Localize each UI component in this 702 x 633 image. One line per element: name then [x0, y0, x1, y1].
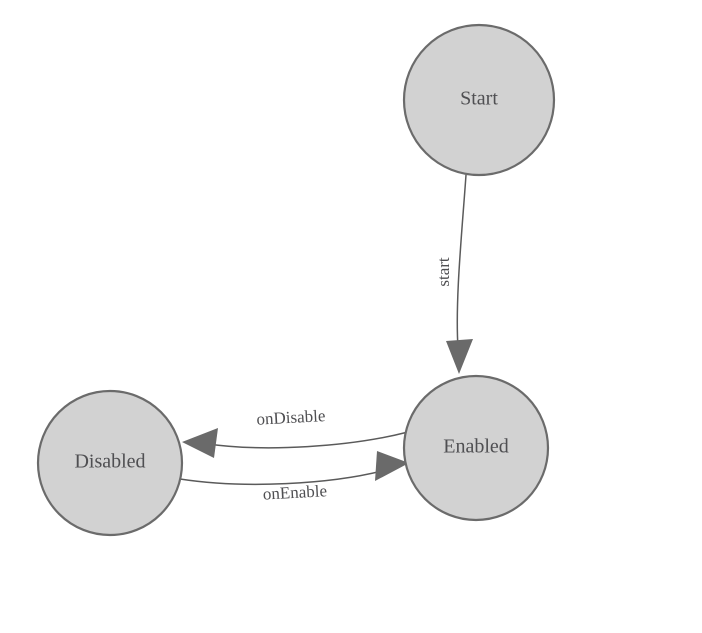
edge-start-to-enabled-path	[456, 174, 467, 349]
edge-label-onDisable: onDisable	[256, 406, 326, 429]
state-node-disabled-label: Disabled	[74, 451, 145, 473]
state-node-start[interactable]: Start	[402, 23, 556, 177]
state-node-start-circle	[402, 23, 556, 177]
arrowhead-into-enabled-top	[446, 339, 473, 374]
edge-disabled-to-enabled[interactable]: onEnable	[179, 451, 409, 504]
edge-enabled-to-disabled-path	[207, 431, 409, 449]
edge-start-to-enabled[interactable]: start	[434, 174, 473, 374]
arrowhead-into-enabled-left	[375, 451, 409, 481]
state-node-disabled[interactable]: Disabled	[36, 389, 184, 537]
state-node-disabled-circle	[36, 389, 184, 537]
edge-disabled-to-enabled-path	[179, 470, 383, 486]
state-node-enabled-label: Enabled	[443, 436, 509, 458]
edge-enabled-to-disabled[interactable]: onDisable	[182, 406, 409, 458]
state-node-enabled[interactable]: Enabled	[402, 374, 550, 522]
state-node-start-label: Start	[460, 88, 498, 110]
arrowhead-into-disabled	[182, 428, 218, 458]
state-node-enabled-circle	[402, 374, 550, 522]
edge-label-onEnable: onEnable	[262, 481, 327, 503]
edge-label-start: start	[434, 257, 453, 287]
